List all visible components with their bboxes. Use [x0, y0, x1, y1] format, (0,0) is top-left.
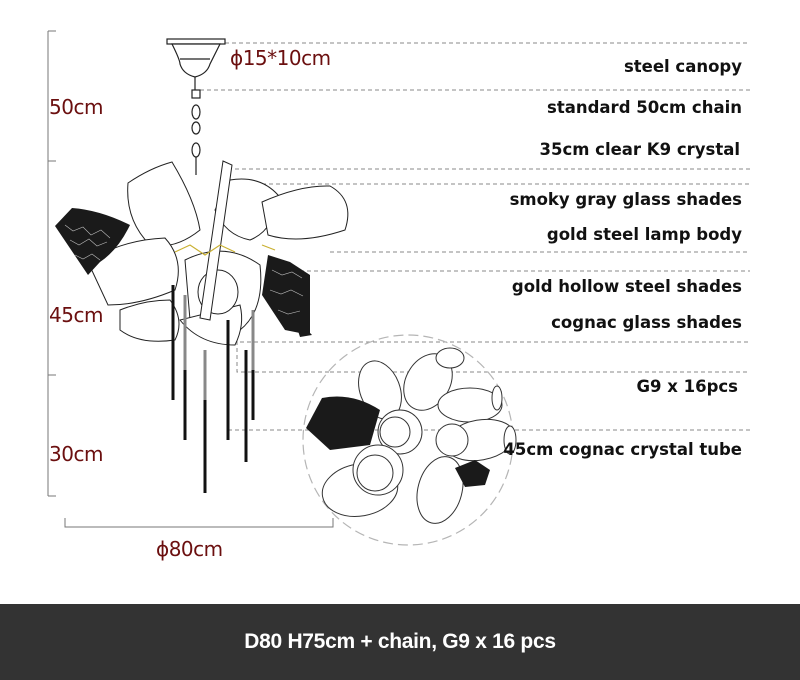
product-dimension-diagram: ϕ15*10cm 50cm 45cm 30cm ϕ80cm steel cano…: [47, 30, 750, 561]
spec-smoky-gray-shades: smoky gray glass shades: [509, 190, 742, 209]
chandelier-line-drawing: [47, 30, 750, 546]
top-view-inset: [302, 334, 517, 546]
spec-cognac-crystal-tube: 45cm cognac crystal tube: [503, 440, 742, 459]
canopy-size-label: ϕ15*10cm: [230, 46, 331, 70]
summary-text: D80 H75cm + chain, G9 x 16 pcs: [244, 630, 556, 653]
diameter-label: ϕ80cm: [156, 537, 223, 561]
spec-cognac-glass-shades: cognac glass shades: [551, 313, 742, 332]
spec-k9-crystal: 35cm clear K9 crystal: [539, 140, 740, 159]
crystal-tubes: [171, 285, 255, 493]
spec-gold-lamp-body: gold steel lamp body: [546, 225, 742, 244]
glass-shades: [87, 160, 349, 346]
top-height-label: 50cm: [49, 95, 103, 119]
bottom-height-label: 30cm: [49, 442, 103, 466]
summary-footer-bar: D80 H75cm + chain, G9 x 16 pcs: [0, 604, 800, 680]
chain-drawing: [191, 89, 201, 175]
hollow-steel-shades: [55, 208, 312, 337]
spec-g9-bulbs: G9 x 16pcs: [636, 377, 738, 396]
spec-chain: standard 50cm chain: [547, 98, 742, 117]
mesh-texture: [64, 224, 304, 315]
canopy-drawing: [166, 38, 226, 90]
middle-height-label: 45cm: [49, 303, 103, 327]
height-ruler: [47, 30, 56, 497]
spec-steel-canopy: steel canopy: [623, 57, 742, 76]
gold-lamp-body: [174, 244, 276, 256]
spec-gold-hollow-shades: gold hollow steel shades: [511, 277, 742, 296]
diameter-ruler: [64, 518, 334, 528]
